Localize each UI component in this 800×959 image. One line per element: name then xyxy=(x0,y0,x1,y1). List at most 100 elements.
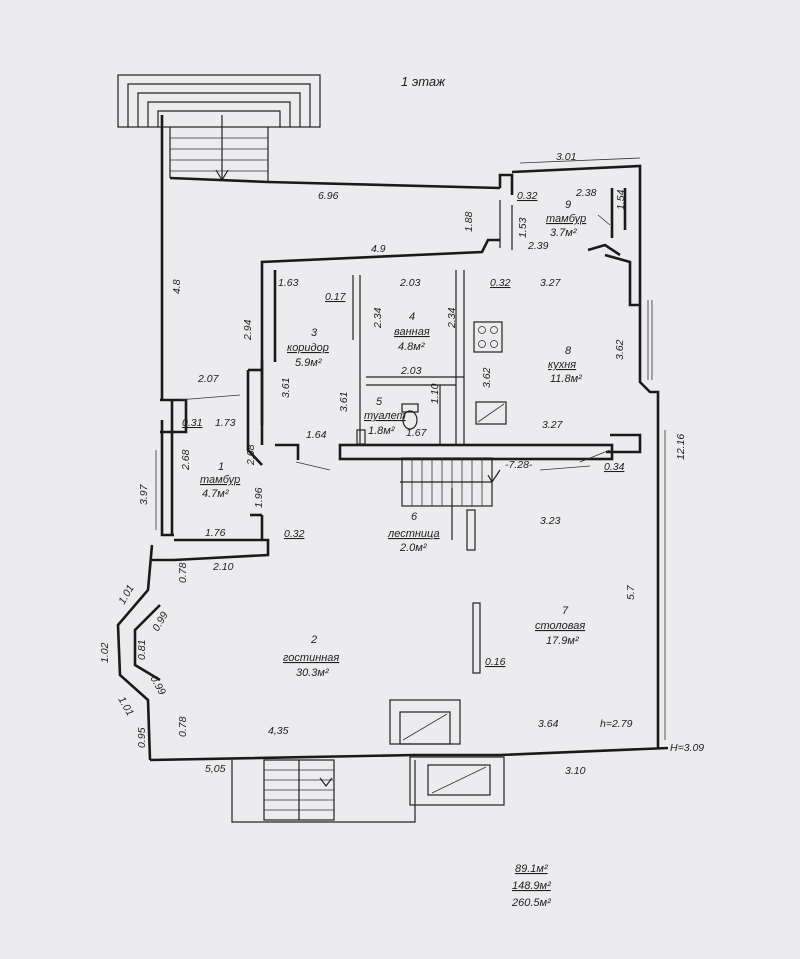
room-8-name: кухня xyxy=(548,359,576,371)
room-4-name: ванная xyxy=(394,326,430,338)
dim-label: h=2.79 xyxy=(600,718,633,730)
room-3-area: 5.9м² xyxy=(295,357,322,369)
dim-label: 5,05 xyxy=(205,763,226,775)
room-1-number: 1 xyxy=(218,461,224,473)
dim-label: 1.64 xyxy=(306,429,327,441)
room-4: 4 ванная 4.8м² xyxy=(394,311,430,353)
room-5-area: 1.8м² xyxy=(368,425,395,437)
dim-label: 3.64 xyxy=(538,718,559,730)
dim-label: 1.53 xyxy=(517,217,529,238)
dimension-lines xyxy=(177,157,641,471)
entrance-steps-bottom xyxy=(231,756,505,823)
entrance-steps-top xyxy=(117,74,321,182)
dim-label: 4.8 xyxy=(171,279,183,294)
dim-label: 3.23 xyxy=(540,515,561,527)
dim-label: 0.31 xyxy=(182,417,202,429)
room-2: 2 гостинная 30.3м² xyxy=(283,634,339,679)
dim-label: 2.68 xyxy=(245,444,257,466)
summary-line-2: 148.9м² xyxy=(512,880,551,892)
dim-label: H=3.09 xyxy=(670,742,704,754)
dim-label: 0.32 xyxy=(490,277,511,289)
outer-walls xyxy=(116,115,669,762)
dim-label: 5.7 xyxy=(625,584,637,600)
room-8-number: 8 xyxy=(565,345,572,357)
floor-title: 1 этаж xyxy=(401,74,446,89)
dim-label: 0.16 xyxy=(485,656,506,668)
summary-line-1: 89.1м² xyxy=(515,863,548,875)
dim-label: 2.03 xyxy=(399,277,421,289)
partition xyxy=(472,602,481,674)
dim-label: 2.68 xyxy=(180,449,192,471)
room-7-area: 17.9м² xyxy=(546,635,579,647)
dim-label: 1.02 xyxy=(99,642,111,663)
dim-label: 3.01 xyxy=(556,151,576,163)
room-3: 3 коридор 5.9м² xyxy=(287,327,329,369)
room-7-number: 7 xyxy=(562,605,569,617)
dim-label: 1.63 xyxy=(278,277,299,289)
fireplace xyxy=(389,699,461,745)
room-3-name: коридор xyxy=(287,342,329,354)
dim-label: 3.61 xyxy=(338,392,350,412)
room-6-number: 6 xyxy=(411,511,418,523)
room-6: 6 лестница 2.0м² xyxy=(387,511,440,554)
room-5-name: туалет xyxy=(364,410,406,422)
dim-label: 0.81 xyxy=(136,640,148,660)
windows xyxy=(155,300,666,740)
dim-label: 2.34 xyxy=(446,307,458,329)
room-1: 1 тамбур 4.7м² xyxy=(200,461,240,500)
room-4-area: 4.8м² xyxy=(398,341,425,353)
dim-label: 12.16 xyxy=(675,434,687,460)
dim-label: 4,35 xyxy=(268,725,289,737)
room-9-name: тамбур xyxy=(546,213,586,225)
room-9: 9 тамбур 3.7м² xyxy=(546,199,586,239)
room-6-area: 2.0м² xyxy=(399,542,427,554)
dim-label: 0.17 xyxy=(325,291,347,303)
room-4-number: 4 xyxy=(409,311,415,323)
dim-label: 3.61 xyxy=(280,378,292,398)
dim-label: 1.54 xyxy=(615,189,627,210)
dim-label: 0.95 xyxy=(136,727,148,748)
room-5-number: 5 xyxy=(376,396,383,408)
room-8-area: 11.8м² xyxy=(550,373,582,385)
dim-label: 4.9 xyxy=(371,243,386,255)
room-7: 7 столовая 17.9м² xyxy=(535,605,585,647)
dim-label: 2.03 xyxy=(400,365,422,377)
room-3-number: 3 xyxy=(311,327,318,339)
dim-label: 3.27 xyxy=(542,419,564,431)
dim-label: 1.76 xyxy=(205,527,226,539)
dim-label: 0.34 xyxy=(604,461,625,473)
dim-label: 2.39 xyxy=(527,240,549,252)
room-1-area: 4.7м² xyxy=(202,488,229,500)
room-1-name: тамбур xyxy=(200,474,240,486)
room-5: 5 туалет 1.8м² xyxy=(364,396,406,437)
staircase xyxy=(400,457,501,551)
area-summary: 89.1м² 148.9м² 260.5м² xyxy=(511,863,551,909)
room-9-area: 3.7м² xyxy=(550,227,577,239)
dim-label: 1.73 xyxy=(215,417,236,429)
dimension-labels: 3.01 6.96 0.32 2.38 1.54 1.88 1.53 2.39 … xyxy=(99,151,704,777)
dim-label: -7.28- xyxy=(505,459,533,471)
room-2-area: 30.3м² xyxy=(296,667,329,679)
dim-label: 1.96 xyxy=(253,487,265,508)
summary-line-3: 260.5м² xyxy=(511,897,551,909)
dim-label: 6.96 xyxy=(318,190,339,202)
dim-label: 2.10 xyxy=(212,561,234,573)
room-6-name: лестница xyxy=(387,528,440,540)
dim-label: 3.97 xyxy=(138,483,150,505)
dim-label: 2.07 xyxy=(197,373,220,385)
dim-label: 2.34 xyxy=(372,307,384,329)
room-2-number: 2 xyxy=(310,634,317,646)
dim-label: 3.62 xyxy=(481,367,493,388)
dim-label: 3.27 xyxy=(540,277,562,289)
dim-label: 1.88 xyxy=(463,211,475,232)
dim-label: 2.38 xyxy=(575,187,597,199)
room-9-number: 9 xyxy=(565,199,571,211)
dim-label: 3.62 xyxy=(614,339,626,360)
room-2-name: гостинная xyxy=(283,652,339,664)
room-8: 8 кухня 11.8м² xyxy=(548,345,582,385)
dim-label: 3.10 xyxy=(565,765,586,777)
dim-label: 0.78 xyxy=(177,562,189,583)
dim-label: 0.32 xyxy=(284,528,305,540)
interior-walls xyxy=(160,188,642,540)
